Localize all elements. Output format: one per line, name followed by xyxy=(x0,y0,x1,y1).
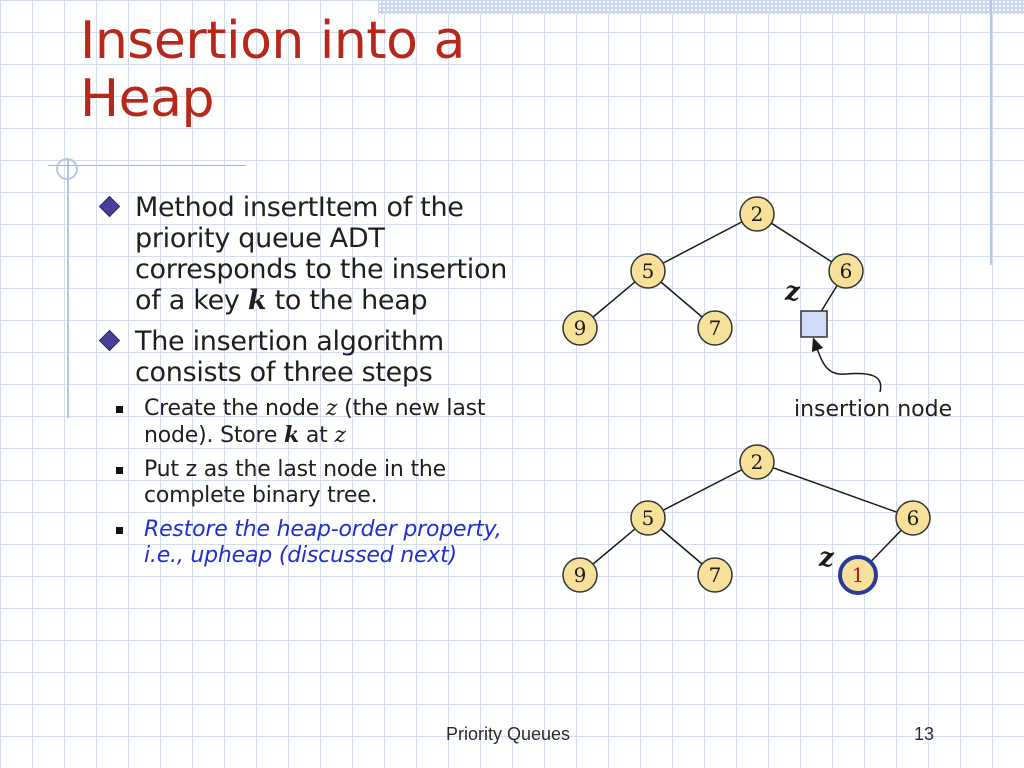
bullet-insert-item: Method insertItem of the priority queue … xyxy=(98,192,520,316)
top-decorative-band xyxy=(378,0,1024,14)
step-create-node: Create the node z (the new last node). S… xyxy=(100,396,520,449)
bottom-tree-node-left-left: 9 xyxy=(562,557,598,593)
top-tree-node-left-right: 7 xyxy=(697,310,733,346)
top-root-label: 2 xyxy=(751,202,764,226)
top-tree-node-left-left: 9 xyxy=(562,310,598,346)
top-left-left-label: 9 xyxy=(574,316,587,340)
bullet-list: Method insertItem of the priority queue … xyxy=(98,192,520,579)
step-1-var-z-2: z xyxy=(334,423,346,448)
top-tree-node-right: 6 xyxy=(828,253,864,289)
slide-title: Insertion into a Heap xyxy=(80,12,465,128)
step-1-text-c: at xyxy=(299,423,335,448)
step-1-var-k: k xyxy=(284,422,300,448)
bullet-1-text-after: to the heap xyxy=(266,285,428,316)
square-bullet-icon xyxy=(116,527,123,534)
insertion-arrow xyxy=(811,337,882,393)
steps-list: Create the node z (the new last node). S… xyxy=(116,396,520,569)
bottom-new-node-label: 1 xyxy=(852,563,865,587)
insertion-node-label: insertion node xyxy=(794,397,952,422)
bottom-tree-node-new: 1 xyxy=(838,555,878,595)
bottom-tree-node-left: 5 xyxy=(630,500,666,536)
bottom-tree-node-left-right: 7 xyxy=(697,557,733,593)
top-left-right-label: 7 xyxy=(709,316,722,340)
decorative-vertical-line-left xyxy=(67,160,69,418)
square-bullet-icon xyxy=(116,467,123,474)
bottom-z-label: z xyxy=(818,543,835,573)
title-line-2: Heap xyxy=(80,69,214,129)
edge-root-left xyxy=(647,213,758,272)
bottom-tree-node-root: 2 xyxy=(739,444,775,480)
step-2-text: Put z as the last node in the complete b… xyxy=(144,457,446,508)
title-underline xyxy=(48,165,246,166)
bottom-right-label: 6 xyxy=(907,506,920,530)
bottom-root-label: 2 xyxy=(751,450,764,474)
insertion-node-square xyxy=(800,310,828,338)
step-put-last-node: Put z as the last node in the complete b… xyxy=(100,457,520,509)
bullet-2-text: The insertion algorithm consists of thre… xyxy=(135,326,444,388)
step-1-text-a: Create the node xyxy=(144,396,326,421)
bottom-left-label: 5 xyxy=(642,506,655,530)
square-bullet-icon xyxy=(116,406,123,413)
bullet-1-var-k: k xyxy=(247,285,267,316)
footer-title: Priority Queues xyxy=(446,724,571,744)
step-1-text-b: (the new last node). Store xyxy=(144,396,486,448)
top-z-label: z xyxy=(784,277,801,307)
top-tree-node-left: 5 xyxy=(630,253,666,289)
top-tree-node-root: 2 xyxy=(739,196,775,232)
page-number: 13 xyxy=(914,724,935,744)
top-left-label: 5 xyxy=(642,259,655,283)
bottom-left-left-label: 9 xyxy=(574,563,587,587)
step-3-text: Restore the heap-order property, i.e., u… xyxy=(144,517,502,568)
bullet-1-text-before: Method insertItem of the priority queue … xyxy=(135,192,508,316)
bottom-tree-node-right: 6 xyxy=(895,500,931,536)
bullet-insertion-algorithm: The insertion algorithm consists of thre… xyxy=(98,326,520,569)
step-1-var-z: z xyxy=(325,396,338,421)
title-line-1: Insertion into a xyxy=(80,11,465,71)
bottom-left-right-label: 7 xyxy=(709,563,722,587)
decorative-vertical-line-right xyxy=(990,0,992,265)
edge-b-root-left xyxy=(647,461,758,519)
edge-b-root-right xyxy=(756,461,914,519)
crosshair-ornament xyxy=(56,158,78,180)
step-restore-heap-order: Restore the heap-order property, i.e., u… xyxy=(100,517,520,569)
top-right-label: 6 xyxy=(840,259,853,283)
